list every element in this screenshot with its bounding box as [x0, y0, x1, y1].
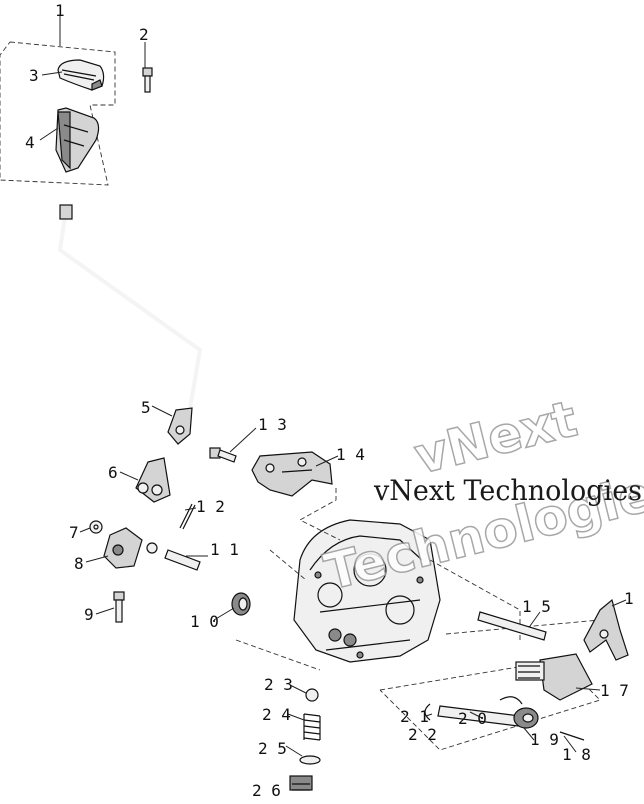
callout-26: 2 6 [252, 781, 281, 799]
watermark: vNext Technologies vNext Technologies [318, 389, 644, 603]
callout-labels: 1 2 3 4 5 6 7 8 9 1 0 1 1 1 2 1 3 1 4 1 … [25, 1, 644, 800]
part-6-bracket [135, 457, 171, 503]
callout-18: 1 8 [562, 745, 591, 764]
part-8-shift-arm [103, 527, 143, 569]
callout-21: 2 1 [400, 707, 429, 726]
part-16-shift-fork [583, 598, 629, 661]
part-4-pedal-lever [55, 107, 100, 173]
callout-20: 2 0 [458, 709, 487, 728]
callout-16: 1 6 [624, 589, 644, 608]
part-15-shaft [477, 611, 547, 641]
part-8-washer [146, 542, 158, 554]
callout-15: 1 5 [522, 597, 551, 616]
part-21-snap-ring [424, 703, 431, 721]
callout-25: 2 5 [258, 739, 287, 758]
watermark-solid-text: vNext Technologies [373, 474, 642, 507]
part-7-washer-hole [93, 524, 99, 530]
group-box-1 [0, 41, 116, 186]
callout-5: 5 [141, 398, 151, 417]
callout-19: 1 9 [530, 730, 559, 749]
callout-12: 1 2 [196, 497, 225, 516]
watermark-outline-line1: vNext [409, 390, 583, 486]
callout-14: 1 4 [336, 445, 365, 464]
callout-9: 9 [84, 605, 94, 624]
part-9-bolt [113, 591, 125, 623]
part-7-washer [89, 520, 103, 534]
callout-22: 2 2 [408, 725, 437, 744]
callout-6: 6 [108, 463, 118, 482]
callout-3: 3 [29, 66, 39, 85]
part-23-ball [305, 688, 319, 702]
part-10-oil-seal [231, 592, 251, 616]
part-17-sensor [515, 653, 593, 701]
callout-23: 2 3 [264, 675, 293, 694]
callout-1: 1 [55, 1, 65, 20]
callout-4: 4 [25, 133, 35, 152]
part-2-bolt [142, 67, 153, 93]
part-24-spring [303, 713, 321, 741]
callout-17: 1 7 [600, 681, 629, 700]
part-12-cotter-pin [179, 503, 196, 530]
part-14-cover-plate [251, 451, 333, 497]
callout-24: 2 4 [262, 705, 291, 724]
part-19-collar [513, 707, 539, 729]
callout-10: 1 0 [190, 612, 219, 631]
callout-11: 1 1 [210, 540, 239, 559]
callout-2: 2 [139, 25, 149, 44]
callout-7: 7 [69, 523, 79, 542]
callout-8: 8 [74, 554, 84, 573]
callout-13: 1 3 [258, 415, 287, 434]
part-18-pin [559, 731, 585, 741]
part-25-washer [299, 755, 321, 765]
part-11-pin [164, 549, 201, 571]
part-13-bolt [209, 447, 237, 463]
part-5-shift-rod [57, 204, 203, 445]
part-3-pedal-cap [57, 59, 105, 91]
part-26-bolt [289, 775, 313, 791]
crankcase-housing [293, 519, 441, 663]
leader-lines [39, 16, 627, 757]
